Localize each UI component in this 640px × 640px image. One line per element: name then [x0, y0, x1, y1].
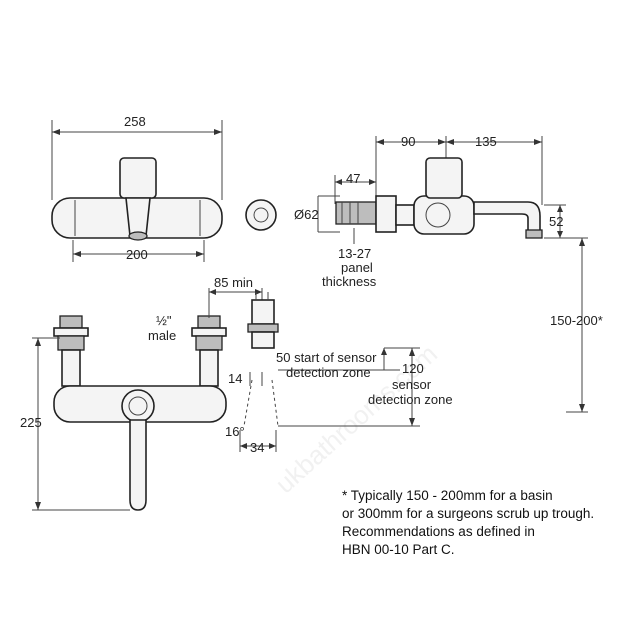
dim-diameter-62: Ø62	[294, 207, 319, 222]
install-view: 85 min ½" male 225	[20, 275, 263, 511]
footnote: * Typically 150 - 200mm for a basin or 3…	[342, 488, 594, 557]
panel-thickness-1: 13-27	[338, 246, 371, 261]
dim-225: 225	[20, 415, 42, 430]
dim-120-b: sensor	[392, 377, 432, 392]
dim-34: 34	[250, 440, 264, 455]
dim-16-deg: 16°	[225, 424, 245, 439]
dim-200: 200	[126, 247, 148, 262]
dim-120-c: detection zone	[368, 392, 453, 407]
dim-50-b: detection zone	[286, 365, 371, 380]
sensor-zone: 14 50 start of sensor detection zone 120…	[225, 292, 453, 455]
rosette	[245, 199, 277, 231]
panel-thickness-2: panel	[341, 260, 373, 275]
spout-rear	[129, 419, 147, 511]
dim-85-min: 85 min	[214, 275, 253, 290]
dim-52: 52	[549, 214, 563, 229]
panel-thickness-3: thickness	[322, 274, 377, 289]
note-line-4: HBN 00-10 Part C.	[342, 542, 455, 557]
side-sensor-head	[425, 157, 463, 199]
dim-258: 258	[124, 114, 146, 129]
note-line-1: * Typically 150 - 200mm for a basin	[342, 488, 553, 503]
side-body	[413, 195, 475, 235]
wall-plate	[375, 195, 397, 233]
sensor-head	[119, 157, 157, 199]
dim-47: 47	[346, 171, 360, 186]
spout-side	[473, 201, 541, 233]
sensor-unit	[251, 299, 275, 325]
dim-150-200: 150-200*	[550, 313, 603, 328]
dim-120: 120	[402, 361, 424, 376]
side-view: 90 135 47 Ø62 52 13-27	[294, 134, 603, 413]
dim-135: 135	[475, 134, 497, 149]
spout-front	[125, 197, 151, 237]
note-line-2: or 300mm for a surgeons scrub up trough.	[342, 506, 594, 521]
label-male: male	[148, 328, 176, 343]
dim-90: 90	[401, 134, 415, 149]
note-line-3: Recommendations as defined in	[342, 524, 535, 539]
dim-50: 50 start of sensor	[276, 350, 377, 365]
dim-14: 14	[228, 371, 242, 386]
label-half-inch: ½"	[156, 313, 172, 328]
front-view: 258 200	[51, 114, 223, 262]
